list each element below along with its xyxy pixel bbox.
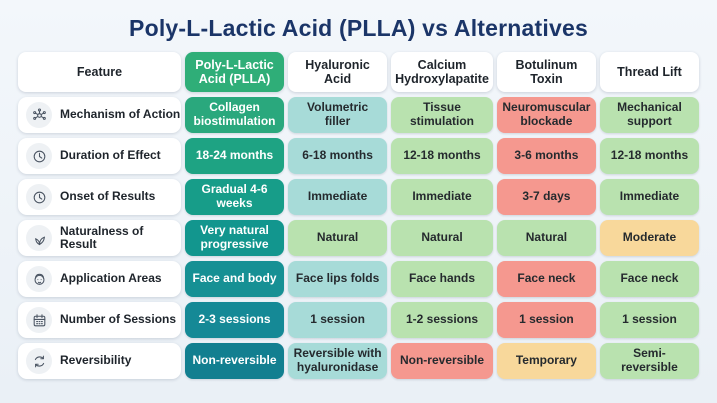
value-cell: Face and body — [185, 261, 285, 297]
value-cell: 12-18 months — [599, 138, 699, 174]
value-cell: 2-3 sessions — [185, 302, 285, 338]
feature-row-label: Reversibility — [18, 343, 181, 379]
value-cell: 3-6 months — [496, 138, 596, 174]
feature-label: Application Areas — [60, 271, 162, 286]
clock-icon — [26, 184, 52, 210]
value-cell: Gradual 4-6 weeks — [185, 179, 285, 215]
value-cell: Face hands — [391, 261, 493, 297]
feature-label: Onset of Results — [60, 189, 156, 204]
leaf-icon — [26, 225, 52, 251]
feature-row-label: Onset of Results — [18, 179, 181, 215]
value-cell: Temporary — [496, 343, 596, 379]
treatment-column-header: Calcium Hydroxylapatite — [391, 52, 493, 92]
refresh-icon — [26, 348, 52, 374]
feature-row-label: Number of Sessions — [18, 302, 181, 338]
feature-label: Number of Sessions — [60, 312, 177, 327]
value-cell: 12-18 months — [391, 138, 493, 174]
page-title: Poly-L-Lactic Acid (PLLA) vs Alternative… — [129, 15, 588, 41]
value-cell: Very natural progressive — [185, 220, 285, 256]
value-cell: Semi-reversible — [599, 343, 699, 379]
value-cell: Immediate — [599, 179, 699, 215]
value-cell: 1 session — [496, 302, 596, 338]
value-cell: Natural — [288, 220, 388, 256]
feature-row-label: Naturalness of Result — [18, 220, 181, 256]
value-cell: Reversible with hyaluronidase — [288, 343, 388, 379]
value-cell: Collagen biostimulation — [185, 97, 285, 133]
feature-row-label: Mechanism of Action — [18, 97, 181, 133]
treatment-column-header: Poly-L-Lactic Acid (PLLA) — [185, 52, 285, 92]
value-cell: Natural — [391, 220, 493, 256]
treatment-column-header: Hyaluronic Acid — [288, 52, 388, 92]
value-cell: Face neck — [599, 261, 699, 297]
value-cell: Mechanical support — [599, 97, 699, 133]
value-cell: 6-18 months — [288, 138, 388, 174]
value-cell: Moderate — [599, 220, 699, 256]
value-cell: Natural — [496, 220, 596, 256]
value-cell: 1 session — [599, 302, 699, 338]
feature-column-header: Feature — [18, 52, 181, 92]
face-icon — [26, 266, 52, 292]
value-cell: Non-reversible — [391, 343, 493, 379]
value-cell: 1 session — [288, 302, 388, 338]
value-cell: 1-2 sessions — [391, 302, 493, 338]
value-cell: Immediate — [288, 179, 388, 215]
value-cell: Volumetric filler — [288, 97, 388, 133]
molecule-icon — [26, 102, 52, 128]
feature-row-label: Application Areas — [18, 261, 181, 297]
value-cell: Non-reversible — [185, 343, 285, 379]
feature-label: Duration of Effect — [60, 148, 161, 163]
value-cell: 3-7 days — [496, 179, 596, 215]
clock-icon — [26, 143, 52, 169]
feature-label: Naturalness of Result — [60, 223, 144, 251]
feature-label: Mechanism of Action — [60, 107, 181, 122]
value-cell: Neuromuscular blockade — [496, 97, 596, 133]
feature-row-label: Duration of Effect — [18, 138, 181, 174]
value-cell: Face lips folds — [288, 261, 388, 297]
treatment-column-header: Botulinum Toxin — [496, 52, 596, 92]
value-cell: Tissue stimulation — [391, 97, 493, 133]
treatment-column-header: Thread Lift — [599, 52, 699, 92]
value-cell: Face neck — [496, 261, 596, 297]
feature-label: Reversibility — [60, 353, 132, 368]
calendar-icon — [26, 307, 52, 333]
value-cell: 18-24 months — [185, 138, 285, 174]
value-cell: Immediate — [391, 179, 493, 215]
